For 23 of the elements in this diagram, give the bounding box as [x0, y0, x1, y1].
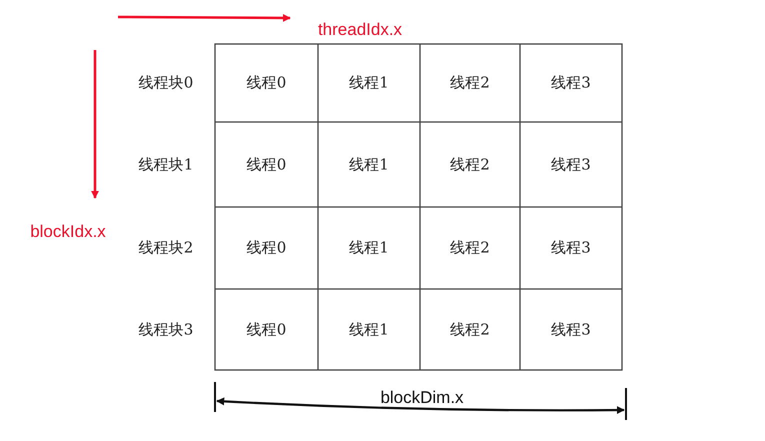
table-cell-text: 线程0 — [246, 238, 286, 258]
table-cell-text: 线程1 — [349, 155, 389, 174]
table-cell-text: 线程2 — [450, 320, 490, 339]
table-cell-text: 线程3 — [551, 155, 591, 174]
table-cell-text: 线程2 — [450, 238, 490, 258]
table-cell-text: 线程1 — [349, 74, 389, 92]
row-label: 线程块0 — [138, 74, 194, 92]
table-cell-text: 线程0 — [246, 320, 286, 339]
table-cell-text: 线程1 — [349, 320, 389, 339]
table-cell-text: 线程2 — [450, 74, 490, 92]
table-cell-text: 线程0 — [246, 74, 286, 92]
table-cell-text: 线程0 — [246, 155, 286, 174]
axis-label: threadIdx.x — [318, 20, 402, 40]
table-cell-text: 线程3 — [551, 320, 591, 339]
row-label: 线程块3 — [138, 320, 194, 339]
table-cell-text: 线程3 — [551, 74, 591, 92]
dimension-label: blockDim.x — [380, 388, 464, 408]
table-cell-text: 线程2 — [450, 155, 490, 174]
row-label: 线程块1 — [138, 155, 194, 174]
axis-label: blockIdx.x — [30, 222, 106, 242]
row-label: 线程块2 — [138, 238, 194, 258]
table-cell-text: 线程3 — [551, 238, 591, 258]
table-cell-text: 线程1 — [349, 238, 389, 258]
